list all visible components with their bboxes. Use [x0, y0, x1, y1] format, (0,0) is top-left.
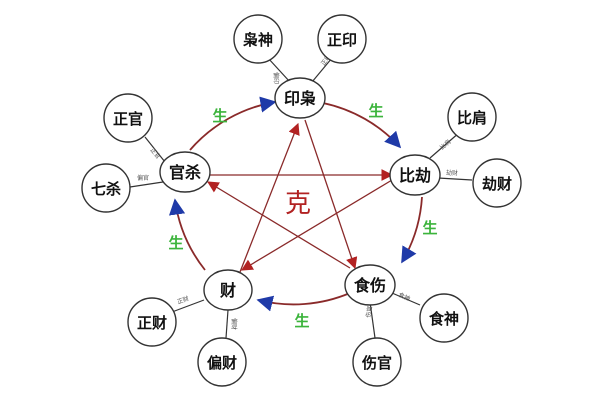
sheng-label-bottom: 生: [294, 312, 309, 330]
spoke-xiaoshen: [267, 57, 291, 83]
cycle-arrow-bijie-to-shishang: [401, 196, 423, 264]
subnode-label-zhengguan: 正官: [113, 110, 143, 128]
sheng-label-top-left: 生: [212, 107, 227, 125]
cycle-arrow-shishang-to-cai: [256, 292, 351, 312]
node-bijie: 比劫: [389, 154, 441, 196]
subnode-bijian: 比肩: [447, 92, 497, 142]
spoke-piancai: [225, 309, 229, 339]
subnode-label-shangguan: 伤官: [361, 354, 392, 372]
tag-zhengcai: 正财: [176, 294, 190, 306]
subnode-qisha: 七杀: [81, 163, 131, 213]
center-label-ke: 克: [285, 189, 311, 219]
tag-xiaoshen: 偏印: [272, 72, 280, 84]
tag-piancai: 偏财: [230, 318, 238, 330]
cycle-arrow-cai-to-guansha: [169, 198, 206, 271]
node-label-guansha: 官杀: [169, 163, 201, 182]
subnode-label-piancai: 偏财: [207, 354, 237, 372]
sub-nodes: 枭神 正印 比肩 劫财 食神 伤官 偏财 正财: [81, 14, 522, 387]
spoke-zhengyin: [311, 57, 333, 83]
node-label-cai: 财: [219, 281, 236, 300]
node-yinxiao: 印枭: [274, 77, 326, 119]
subnode-xiaoshen: 枭神: [233, 14, 283, 64]
node-label-yinxiao: 印枭: [284, 89, 316, 108]
subnode-label-shishen: 食神: [429, 310, 459, 328]
tag-zhengguan: 正官: [148, 146, 162, 160]
star-line-shishang-to-guansha: [206, 181, 351, 269]
subnode-jiecai: 劫财: [472, 158, 522, 208]
node-cai: 财: [203, 269, 253, 311]
subnode-piancai: 偏财: [197, 337, 247, 387]
tag-jiecai: 劫财: [446, 169, 458, 177]
spoke-zhengguan: [144, 136, 166, 163]
cycle-arrow-yinxiao-to-bijie: [322, 102, 402, 149]
spoke-bijian: [429, 131, 461, 159]
star-line-bijie-to-cai: [240, 179, 393, 271]
generating-cycle: [169, 96, 423, 312]
subnode-shishen: 食神: [419, 293, 469, 343]
subnode-zhengcai: 正财: [127, 297, 177, 347]
subnode-label-xiaoshen: 枭神: [242, 31, 273, 49]
spoke-shangguan: [369, 301, 376, 339]
controlling-star: [206, 119, 394, 273]
node-guansha: 官杀: [159, 151, 211, 193]
cycle-arrow-guansha-to-yinxiao: [189, 96, 277, 151]
node-label-shishang: 食伤: [353, 276, 386, 295]
subnode-shangguan: 伤官: [352, 337, 402, 387]
star-line-yinxiao-to-shishang: [304, 119, 358, 270]
tag-qisha: 偏官: [137, 174, 149, 182]
spoke-zhengcai: [171, 299, 205, 313]
subnode-label-jiecai: 劫财: [482, 175, 512, 193]
subnode-label-qisha: 七杀: [91, 180, 121, 198]
sheng-label-top-right: 生: [368, 102, 383, 120]
sheng-labels: 生 生 生 生 生: [168, 102, 437, 330]
main-nodes: 印枭 比劫 食伤 财 官杀: [159, 77, 441, 311]
tag-shangguan: 伤官: [364, 305, 374, 318]
spoke-jiecai: [437, 177, 473, 181]
sheng-label-right: 生: [422, 219, 437, 237]
node-label-bijie: 比劫: [399, 166, 431, 185]
subnode-label-zhengcai: 正财: [137, 314, 167, 332]
subnode-zhengyin: 正印: [317, 14, 367, 64]
subnode-label-zhengyin: 正印: [327, 31, 357, 49]
spoke-qisha: [129, 181, 164, 188]
sheng-label-left: 生: [168, 234, 183, 252]
node-shishang: 食伤: [344, 264, 396, 306]
subnode-zhengguan: 正官: [103, 93, 153, 143]
star-line-cai-to-yinxiao: [239, 122, 300, 273]
subnode-label-bijian: 比肩: [457, 109, 487, 127]
